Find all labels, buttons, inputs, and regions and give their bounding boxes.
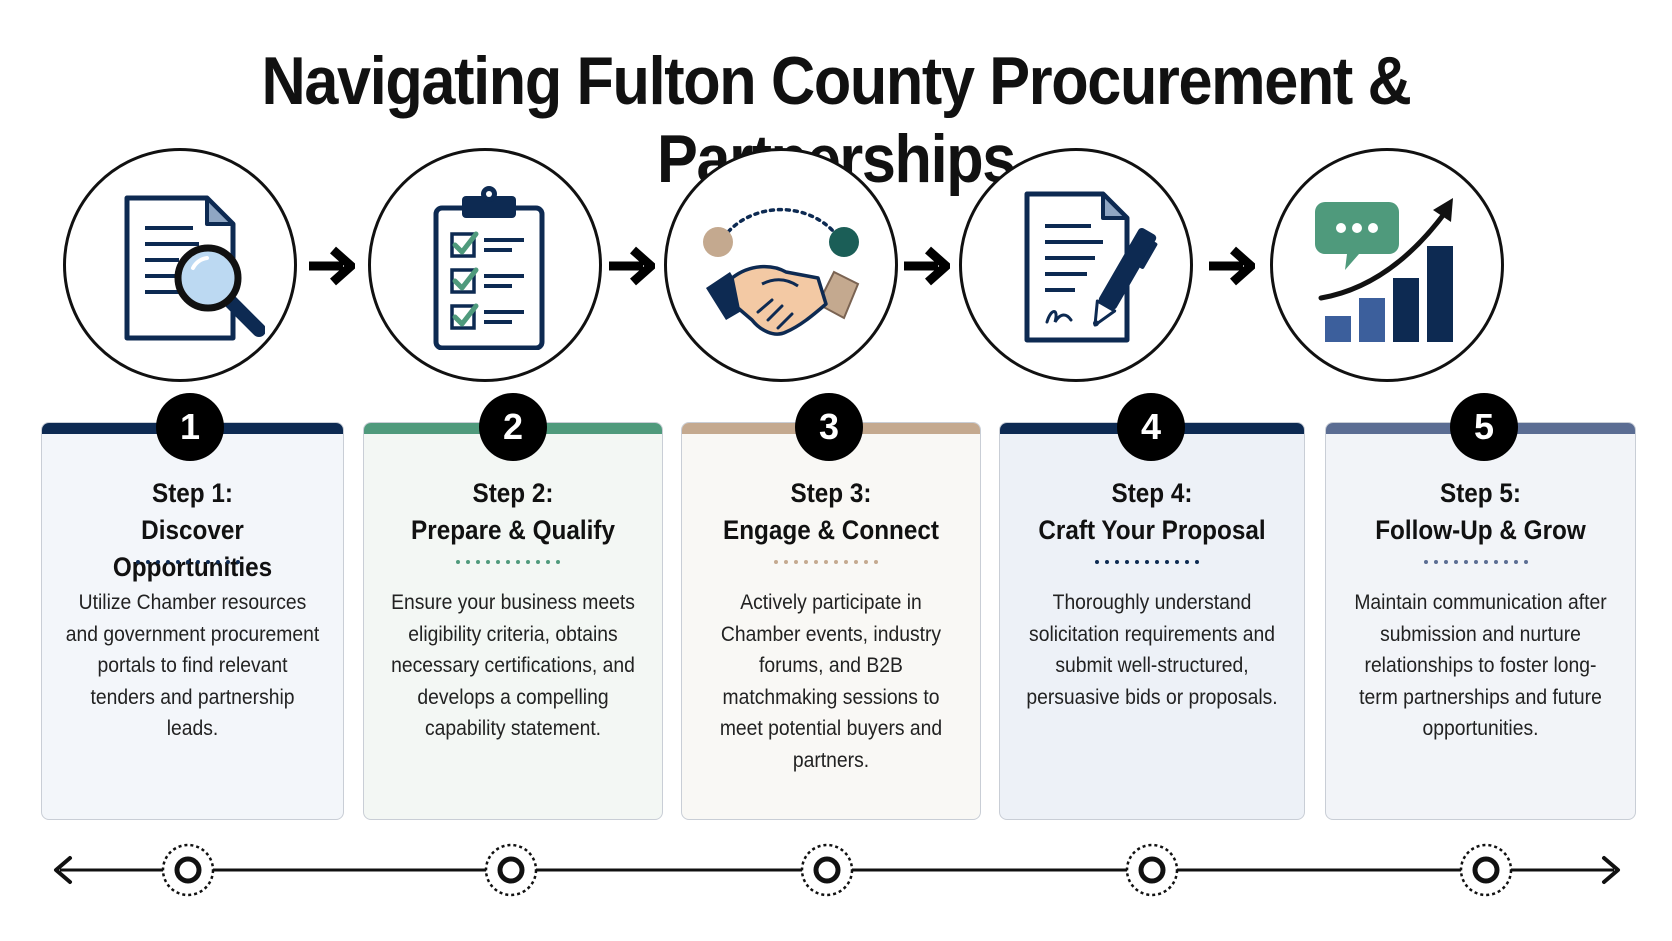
page-title: Navigating Fulton County Procurement & P… [261, 43, 1412, 197]
step-title: Step 3: Engage & Connect [722, 478, 940, 545]
step-number-badge: 2 [479, 393, 547, 461]
step-card-1: Step 1: Discover Opportunities Utilize C… [41, 422, 344, 820]
step-description: Ensure your business meets eligibility c… [391, 591, 635, 740]
timeline-node-4 [1125, 843, 1179, 897]
timeline-node-2 [484, 843, 538, 897]
timeline-node-3 [800, 843, 854, 897]
timeline-node-5 [1459, 843, 1513, 897]
step-description: Actively participate in Chamber events, … [719, 591, 943, 772]
step-card-5: Step 5: Follow-Up & Grow Maintain commun… [1325, 422, 1636, 820]
clipboard-checklist-icon [433, 186, 545, 350]
step-description: Utilize Chamber resources and government… [65, 591, 320, 740]
step-description: Maintain communication after submission … [1354, 591, 1607, 740]
step-number-badge: 5 [1450, 393, 1518, 461]
arrow-right-icon [904, 246, 950, 286]
timeline [54, 843, 1620, 897]
arrow-right-icon [1209, 246, 1255, 286]
step-3-icon-circle [664, 148, 898, 382]
step-title: Step 2: Prepare & Qualify [411, 478, 615, 545]
step-title: Step 1: Discover Opportunities [112, 478, 273, 582]
timeline-node-1 [161, 843, 215, 897]
dotted-divider [1423, 560, 1538, 564]
timeline-arrow-right-icon [1602, 856, 1620, 884]
dotted-divider [774, 560, 888, 564]
growth-chart-icon [1315, 198, 1453, 342]
step-2-icon-circle [368, 148, 602, 382]
step-number-badge: 1 [156, 393, 224, 461]
dotted-divider [456, 560, 570, 564]
timeline-arrow-left-icon [54, 856, 72, 884]
document-magnifier-icon [124, 195, 265, 341]
dotted-divider [1095, 560, 1209, 564]
document-pen-icon [1024, 191, 1158, 343]
step-title: Step 4: Craft Your Proposal [1038, 478, 1266, 545]
arrow-right-icon [309, 246, 355, 286]
step-number-badge: 4 [1117, 393, 1185, 461]
step-description: Thoroughly understand solicitation requi… [1026, 591, 1278, 709]
step-card-4: Step 4: Craft Your Proposal Thoroughly u… [999, 422, 1305, 820]
step-5-icon-circle [1270, 148, 1504, 382]
step-title: Step 5: Follow-Up & Grow [1375, 478, 1586, 545]
step-number-badge: 3 [795, 393, 863, 461]
dotted-divider [135, 560, 250, 564]
step-1-icon-circle [63, 148, 297, 382]
step-4-icon-circle [959, 148, 1193, 382]
step-card-2: Step 2: Prepare & Qualify Ensure your bu… [363, 422, 663, 820]
arrow-right-icon [609, 246, 655, 286]
step-card-3: Step 3: Engage & Connect Actively partic… [681, 422, 981, 820]
handshake-icon [703, 207, 860, 336]
